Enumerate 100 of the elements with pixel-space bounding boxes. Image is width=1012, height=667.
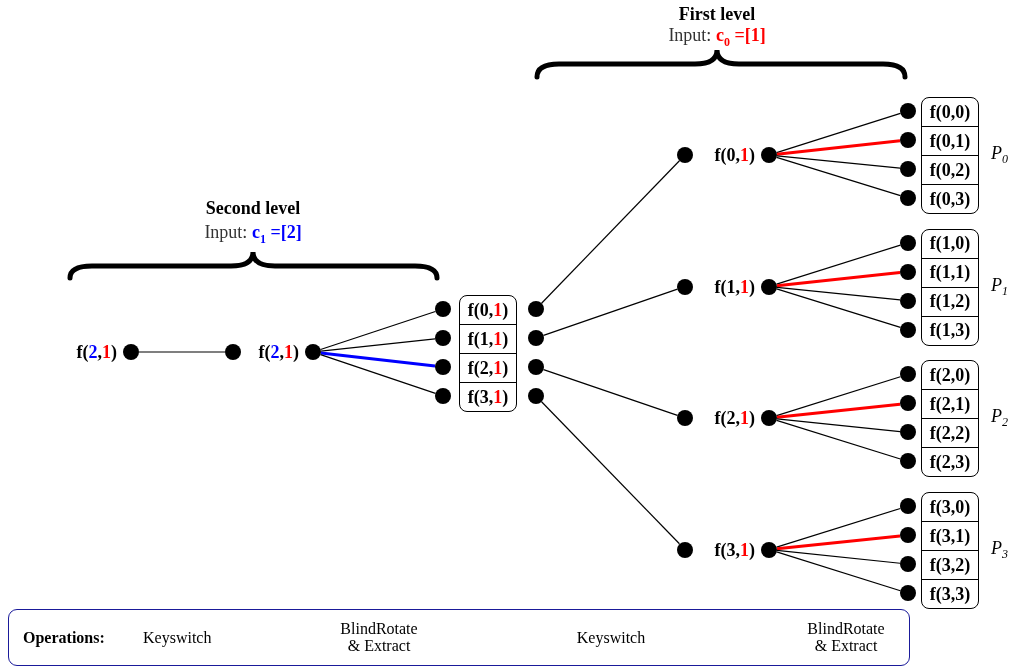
- node-dot: [435, 359, 451, 375]
- operation-text: Keyswitch: [143, 628, 212, 647]
- table-row: f(0,3): [922, 184, 978, 213]
- table-row: f(3,3): [922, 579, 978, 609]
- connector-line: [776, 286, 901, 301]
- node-dot: [900, 424, 916, 441]
- node-dot: [225, 344, 241, 360]
- lookup-table: [921, 492, 979, 610]
- table-row: f(3,1): [460, 382, 516, 411]
- node-dot: [761, 147, 777, 163]
- level-heading: Second level: [205, 198, 301, 219]
- table-row: f(2,1): [922, 389, 978, 419]
- table-row: f(2,1): [460, 353, 516, 382]
- node-dot: [900, 234, 916, 251]
- connector-line: [776, 376, 901, 417]
- node-dot: [900, 292, 916, 309]
- node-dot: [528, 359, 544, 375]
- level-heading: First level: [678, 4, 756, 25]
- node-dot: [305, 344, 321, 360]
- lookup-table: [921, 360, 979, 478]
- node-dot: [900, 132, 916, 148]
- table-row: f(1,1): [460, 324, 516, 353]
- table-row: f(2,2): [922, 418, 978, 448]
- node-dot: [900, 585, 916, 602]
- node-dot: [900, 527, 916, 544]
- operation-text: BlindRotate & Extract: [340, 619, 418, 656]
- table-row: f(0,2): [922, 155, 978, 184]
- table-row: f(0,1): [922, 126, 978, 155]
- lookup-table: [921, 228, 979, 346]
- partition-label: P$_{0}$: [991, 142, 1008, 168]
- function-label: f(0,1): [714, 144, 755, 166]
- input-label: Input: c$_{1}$ =[2]: [204, 222, 302, 247]
- node-dot: [761, 541, 777, 558]
- node-dot: [677, 147, 693, 163]
- node-dot: [528, 388, 544, 404]
- connector-line: [776, 549, 901, 564]
- operation-text: Keyswitch: [576, 628, 646, 647]
- connector-line: [776, 402, 901, 419]
- connector-line: [776, 112, 901, 154]
- node-dot: [435, 330, 451, 346]
- table-row: f(3,2): [922, 550, 978, 580]
- connector-line: [540, 401, 681, 545]
- function-label: f(3,1): [714, 539, 755, 560]
- connector-line: [776, 507, 901, 548]
- node-dot: [528, 330, 544, 346]
- function-label: f(2,1): [76, 341, 117, 363]
- table-row: f(1,0): [922, 229, 978, 258]
- connector-line: [776, 551, 901, 592]
- connector-line: [776, 534, 901, 551]
- lookup-table: [459, 295, 517, 412]
- connector-line: [542, 369, 679, 416]
- node-dot: [900, 321, 916, 338]
- table-row: f(2,3): [922, 447, 978, 477]
- table-row: f(0,0): [922, 98, 978, 126]
- function-label: f(2,1): [714, 407, 755, 429]
- connector-line: [776, 418, 901, 433]
- node-dot: [900, 161, 916, 177]
- lookup-table: [921, 97, 979, 214]
- node-dot: [123, 344, 139, 360]
- input-label: Input: c$_{0}$ =[1]: [668, 25, 766, 50]
- table-row: f(2,0): [922, 361, 978, 390]
- node-dot: [900, 556, 916, 573]
- node-dot: [900, 103, 916, 119]
- node-dot: [677, 410, 693, 426]
- function-label: f(1,1): [714, 276, 755, 297]
- connector-line: [542, 288, 679, 336]
- table-row: f(0,1): [460, 296, 516, 324]
- node-dot: [900, 498, 916, 515]
- node-dot: [900, 395, 916, 412]
- table-row: f(1,3): [922, 315, 978, 345]
- connector-line: [776, 139, 901, 156]
- node-dot: [677, 278, 693, 295]
- node-dot: [900, 366, 916, 383]
- connector-line: [138, 351, 226, 353]
- table-row: f(1,1): [922, 257, 978, 287]
- connector-line: [776, 288, 901, 328]
- node-dot: [900, 453, 916, 470]
- table-row: f(1,2): [922, 286, 978, 316]
- node-dot: [677, 541, 693, 558]
- partition-label: P$_{2}$: [991, 406, 1008, 431]
- function-label: f(2,1): [258, 341, 299, 363]
- partition-label: P$_{3}$: [991, 537, 1008, 563]
- table-row: f(3,0): [922, 493, 978, 522]
- node-dot: [435, 301, 451, 317]
- node-dot: [900, 190, 916, 206]
- connector-line: [320, 351, 436, 368]
- node-dot: [435, 388, 451, 404]
- connector-line: [776, 271, 901, 288]
- operation-text: Operations:: [23, 628, 105, 647]
- connector-line: [776, 244, 901, 285]
- connector-line: [319, 353, 437, 395]
- node-dot: [761, 278, 777, 295]
- node-dot: [900, 263, 916, 280]
- node-dot: [528, 301, 544, 317]
- connector-line: [320, 338, 436, 352]
- partition-label: P$_{1}$: [991, 274, 1008, 299]
- connector-line: [776, 419, 901, 460]
- node-dot: [761, 410, 777, 426]
- connector-line: [776, 155, 901, 169]
- operations-box: [8, 609, 910, 666]
